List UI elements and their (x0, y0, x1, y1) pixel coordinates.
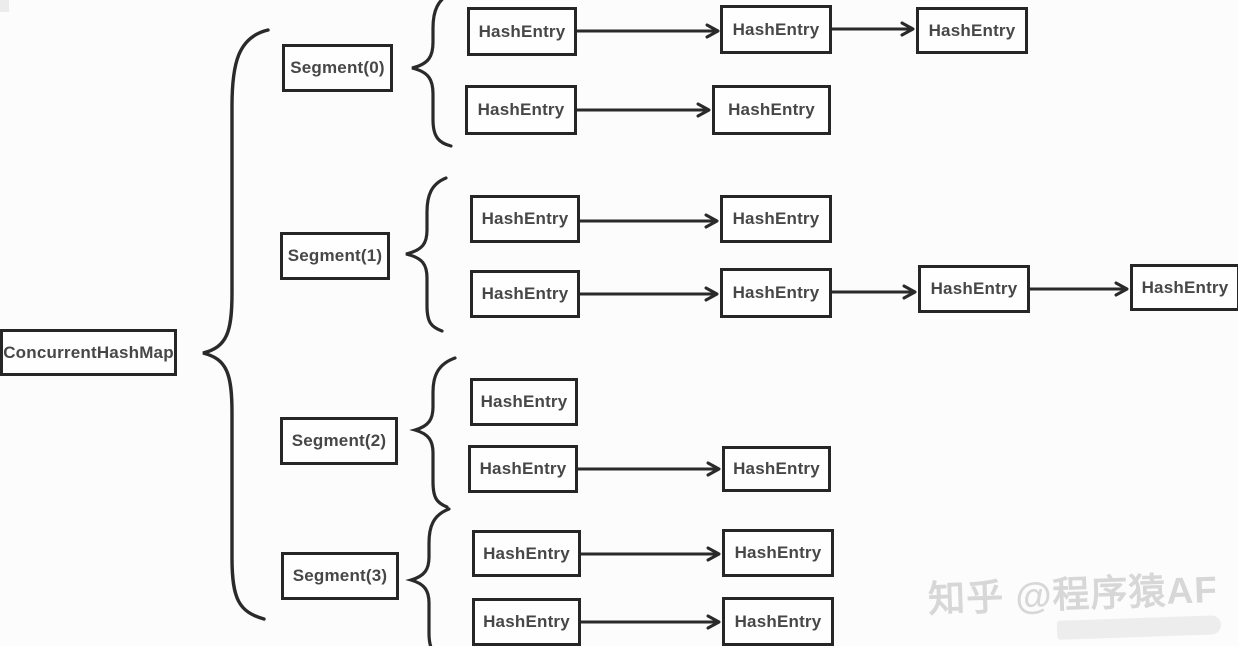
hashentry-node-s2-b1-e1: HashEntry (722, 446, 831, 492)
hashentry-node-s1-b1-e3: HashEntry (1130, 264, 1238, 311)
root-brace (202, 28, 270, 621)
segment1-node: Segment(1) (280, 232, 390, 280)
hashentry-node-s0-b0-e0: HashEntry (467, 7, 577, 56)
segment2-brace (409, 356, 457, 509)
hashentry-node-s2-b1-e0: HashEntry (468, 445, 578, 493)
hashentry-node-s3-b1-e1: HashEntry (722, 597, 834, 646)
hashentry-node-s1-b0-e0: HashEntry (470, 195, 580, 243)
zhihu-watermark: 知乎 @程序猿AF (927, 568, 1219, 621)
concurrenthashmap-node: ConcurrentHashMap (0, 329, 177, 376)
hashentry-node-s0-b1-e0: HashEntry (465, 85, 577, 135)
segment1-brace (405, 176, 448, 333)
hashentry-node-s2-b0-e0: HashEntry (470, 378, 578, 426)
segment3-brace (405, 507, 451, 646)
hashentry-node-s1-b1-e2: HashEntry (918, 265, 1030, 313)
hashentry-node-s3-b0-e1: HashEntry (722, 529, 834, 577)
hashentry-node-s0-b0-e1: HashEntry (720, 5, 832, 54)
segment3-node: Segment(3) (281, 552, 399, 600)
segment2-node: Segment(2) (280, 417, 398, 465)
hashentry-node-s0-b1-e1: HashEntry (712, 85, 831, 135)
segment0-brace (411, 0, 453, 148)
hashentry-node-s3-b0-e0: HashEntry (472, 530, 581, 577)
hashentry-node-s0-b0-e2: HashEntry (916, 7, 1028, 54)
hashentry-node-s1-b0-e1: HashEntry (720, 195, 832, 243)
hashentry-node-s3-b1-e0: HashEntry (472, 598, 581, 646)
hashentry-node-s1-b1-e1: HashEntry (720, 268, 832, 318)
corner-artifact (0, 0, 9, 12)
hashentry-node-s1-b1-e0: HashEntry (470, 270, 580, 318)
segment0-node: Segment(0) (282, 44, 393, 92)
